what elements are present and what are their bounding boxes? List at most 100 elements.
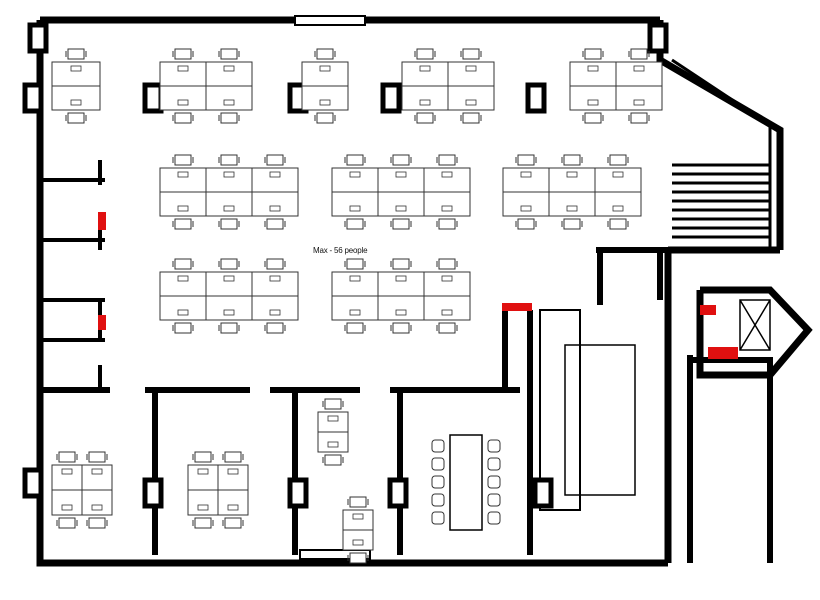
desk: [205, 295, 253, 321]
chair-icon: [487, 511, 501, 525]
monitor-icon: [269, 171, 281, 178]
meeting-chairs: [431, 439, 501, 525]
chair-icon: [172, 154, 194, 166]
desk: [51, 85, 101, 111]
desk: [615, 85, 663, 111]
structural-column: [22, 467, 44, 499]
monitor-icon: [223, 171, 235, 178]
monitor-icon: [91, 504, 103, 511]
monitor-icon: [319, 65, 331, 72]
desks: [51, 48, 663, 564]
lift-cross: [739, 299, 771, 351]
desk: [205, 85, 253, 111]
monitor-icon: [395, 275, 407, 282]
chair-icon: [172, 112, 194, 124]
monitor-icon: [319, 99, 331, 106]
monitor-icon: [612, 205, 624, 212]
monitor-icon: [395, 309, 407, 316]
window: [294, 15, 366, 26]
chair-icon: [431, 511, 445, 525]
structural-column: [647, 22, 669, 54]
chair-icon: [460, 48, 482, 60]
chair-icon: [65, 48, 87, 60]
chair-icon: [322, 454, 344, 466]
chair-icon: [344, 154, 366, 166]
chair-icon: [218, 112, 240, 124]
monitor-icon: [441, 275, 453, 282]
monitor-icon: [349, 309, 361, 316]
fire-equipment-mark: [700, 305, 716, 315]
monitor-icon: [197, 468, 209, 475]
chair-icon: [414, 48, 436, 60]
kitchen-counter: [539, 309, 581, 511]
chair-icon: [390, 154, 412, 166]
chair-icon: [172, 48, 194, 60]
structural-column: [532, 477, 554, 509]
monitor-icon: [177, 99, 189, 106]
desk: [377, 295, 425, 321]
desk: [331, 191, 379, 217]
desk: [159, 191, 207, 217]
monitor-icon: [587, 65, 599, 72]
monitor-icon: [633, 99, 645, 106]
chair-icon: [264, 154, 286, 166]
chair-icon: [390, 218, 412, 230]
structural-column: [27, 22, 49, 54]
chair-icon: [218, 258, 240, 270]
office-partition: [40, 310, 533, 555]
monitor-icon: [61, 468, 73, 475]
chair-icon: [264, 258, 286, 270]
chair-icon: [314, 112, 336, 124]
monitor-icon: [349, 275, 361, 282]
monitor-icon: [352, 513, 364, 520]
monitor-icon: [327, 441, 339, 448]
chair-icon: [192, 451, 214, 463]
structural-column: [387, 477, 409, 509]
chair-icon: [436, 258, 458, 270]
monitor-icon: [349, 205, 361, 212]
chair-icon: [436, 218, 458, 230]
chair-icon: [628, 48, 650, 60]
chair-icon: [460, 112, 482, 124]
monitor-icon: [70, 65, 82, 72]
desk: [423, 191, 471, 217]
desk: [594, 191, 642, 217]
monitor-icon: [177, 309, 189, 316]
desk: [251, 295, 299, 321]
chair-icon: [86, 517, 108, 529]
chair-icon: [86, 451, 108, 463]
desk: [159, 61, 207, 87]
chair-icon: [218, 154, 240, 166]
desk: [159, 85, 207, 111]
chair-icon: [431, 475, 445, 489]
monitor-icon: [177, 171, 189, 178]
monitor-icon: [465, 65, 477, 72]
desk: [81, 489, 113, 516]
desk: [251, 191, 299, 217]
monitor-icon: [349, 171, 361, 178]
chair-icon: [344, 258, 366, 270]
chair-icon: [264, 322, 286, 334]
meeting-table: [449, 434, 483, 531]
stairs: [672, 163, 770, 239]
chair-icon: [628, 112, 650, 124]
structural-column: [287, 477, 309, 509]
chair-icon: [222, 451, 244, 463]
desk: [569, 61, 617, 87]
monitor-icon: [520, 171, 532, 178]
monitor-icon: [70, 99, 82, 106]
chair-icon: [582, 48, 604, 60]
desk: [377, 191, 425, 217]
monitor-icon: [177, 65, 189, 72]
chair-icon: [431, 493, 445, 507]
chair-icon: [218, 48, 240, 60]
monitor-icon: [227, 504, 239, 511]
monitor-icon: [612, 171, 624, 178]
chair-icon: [344, 322, 366, 334]
monitor-icon: [441, 205, 453, 212]
desk: [187, 489, 219, 516]
chair-icon: [582, 112, 604, 124]
desk: [301, 85, 349, 111]
monitor-icon: [223, 99, 235, 106]
monitor-icon: [327, 415, 339, 422]
